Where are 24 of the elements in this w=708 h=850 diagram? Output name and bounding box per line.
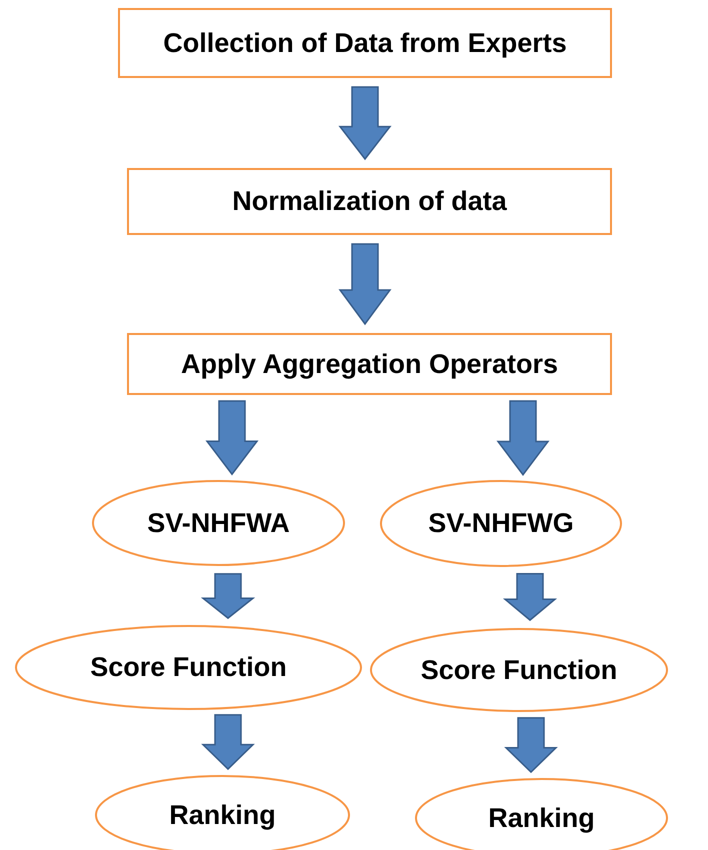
node-label: Score Function	[420, 654, 618, 686]
node-label: Score Function	[90, 652, 287, 683]
node-label: Ranking	[488, 802, 595, 834]
node-label: Collection of Data from Experts	[163, 28, 567, 58]
block-arrow	[502, 572, 558, 622]
process-ellipse	[15, 625, 362, 710]
process-box	[118, 8, 612, 78]
node-label: SV-NHFWG	[428, 508, 574, 539]
process-ellipse	[380, 480, 622, 567]
block-arrow	[200, 573, 256, 620]
block-arrow	[504, 717, 558, 774]
node-label: Ranking	[169, 800, 276, 830]
node-label: Apply Aggregation Operators	[180, 348, 558, 380]
node-label: Normalization of data	[232, 186, 507, 217]
process-box	[127, 168, 612, 235]
block-arrow	[338, 243, 392, 326]
block-arrow	[201, 714, 255, 770]
process-box	[127, 333, 612, 395]
process-ellipse	[92, 480, 345, 566]
block-arrow	[496, 400, 550, 476]
block-arrow	[205, 400, 259, 476]
process-ellipse	[370, 628, 668, 712]
block-arrow	[338, 86, 392, 160]
node-label: SV-NHFWA	[147, 508, 290, 538]
